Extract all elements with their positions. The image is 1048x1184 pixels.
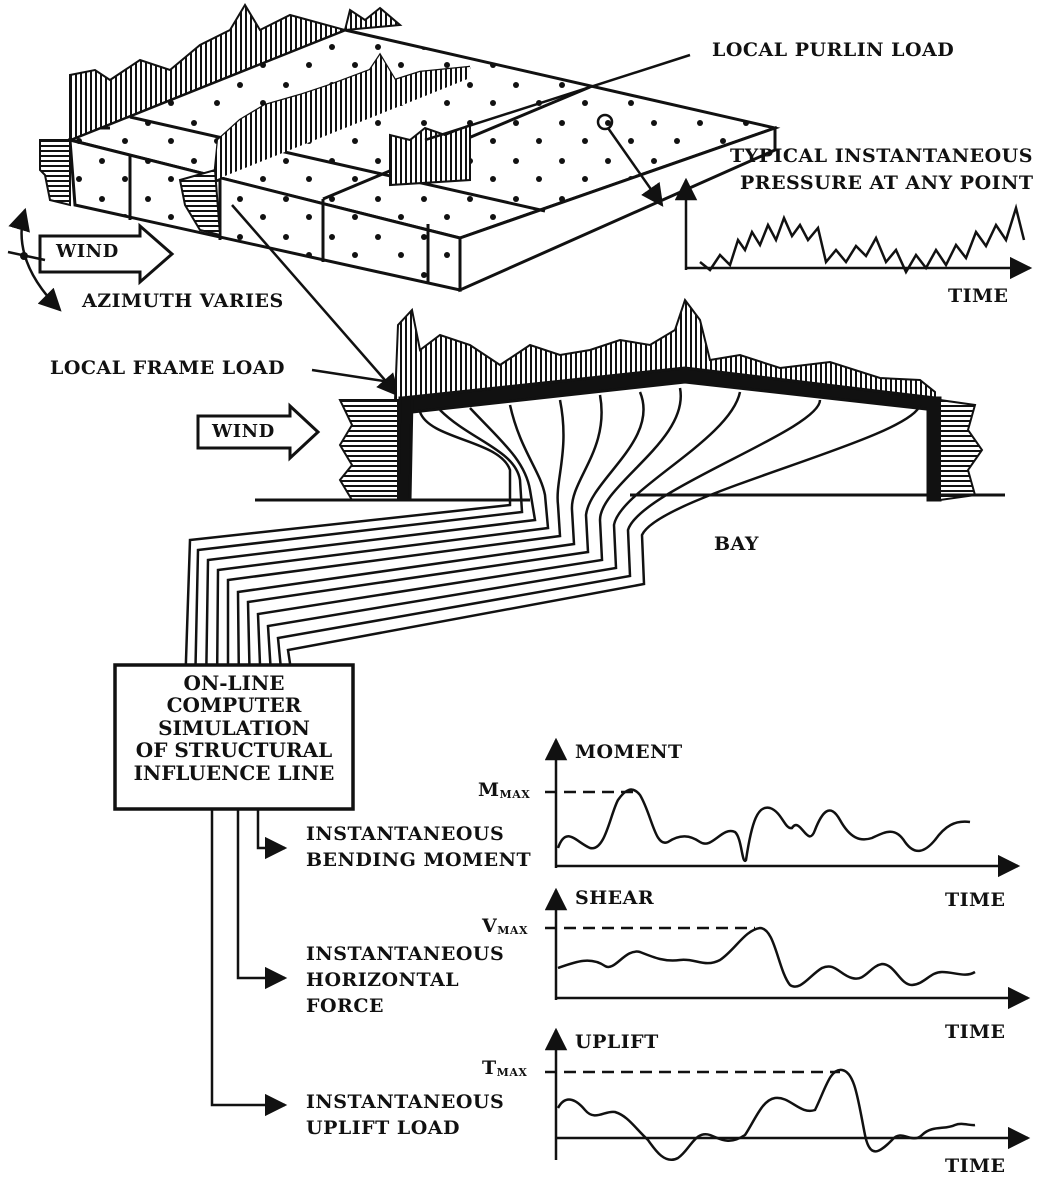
roof-model [39, 3, 781, 293]
computer-box-line: OF STRUCTURAL [135, 738, 333, 763]
wind-label-top: WIND [56, 241, 119, 262]
shear-max-label: VMAX [482, 915, 528, 938]
uplift-desc-2: UPLIFT LOAD [306, 1117, 460, 1139]
computer-box-line: SIMULATION [158, 715, 310, 740]
computer-box-line: ON-LINE [183, 671, 285, 695]
azimuth-varies-label: AZIMUTH VARIES [82, 290, 284, 312]
computer-box-line: COMPUTER [166, 693, 302, 718]
uplift-plot [544, 1027, 1031, 1161]
shear-desc-3: FORCE [306, 995, 384, 1017]
uplift-time-label: TIME [945, 1155, 1006, 1177]
moment-time-label: TIME [945, 889, 1006, 911]
computer-box-line: INFLUENCE LINE [133, 760, 335, 785]
portal-frame [255, 297, 1005, 502]
shear-title: SHEAR [575, 887, 655, 909]
shear-plot [544, 887, 1031, 1010]
moment-max-sub: MAX [499, 788, 531, 801]
moment-max-main: M [478, 779, 500, 801]
moment-desc-1: INSTANTANEOUS [306, 823, 505, 845]
wind-arrow-frame [196, 402, 321, 462]
typical-pressure-label-1: TYPICAL INSTANTANEOUS [730, 145, 1033, 167]
wind-label-frame: WIND [212, 421, 275, 442]
influence-wires [183, 387, 922, 691]
local-frame-load-label: LOCAL FRAME LOAD [50, 357, 286, 379]
shear-max-sub: MAX [497, 924, 528, 937]
pressure-time-plot [674, 177, 1033, 280]
shear-desc-1: INSTANTANEOUS [306, 943, 505, 965]
time-label-top: TIME [948, 285, 1009, 307]
moment-desc-2: BENDING MOMENT [306, 849, 532, 871]
local-purlin-load-label: LOCAL PURLIN LOAD [712, 39, 955, 61]
uplift-max-label: TMAX [482, 1057, 528, 1080]
shear-time-label: TIME [945, 1021, 1006, 1043]
typical-pressure-label-2: PRESSURE AT ANY POINT [740, 172, 1034, 194]
computer-box-text: ON-LINE COMPUTER SIMULATION OF STRUCTURA… [120, 672, 348, 784]
uplift-max-main: T [482, 1057, 497, 1079]
moment-max-label: MMAX [478, 779, 531, 802]
uplift-title: UPLIFT [575, 1031, 659, 1053]
uplift-desc-1: INSTANTANEOUS [306, 1091, 505, 1113]
shear-max-main: V [482, 915, 498, 937]
bay-label: BAY [714, 533, 759, 555]
shear-desc-2: HORIZONTAL [306, 969, 460, 991]
computer-simulation-box [113, 663, 355, 811]
uplift-max-sub: MAX [496, 1066, 528, 1079]
moment-title: MOMENT [575, 741, 683, 763]
moment-plot [544, 737, 1021, 878]
